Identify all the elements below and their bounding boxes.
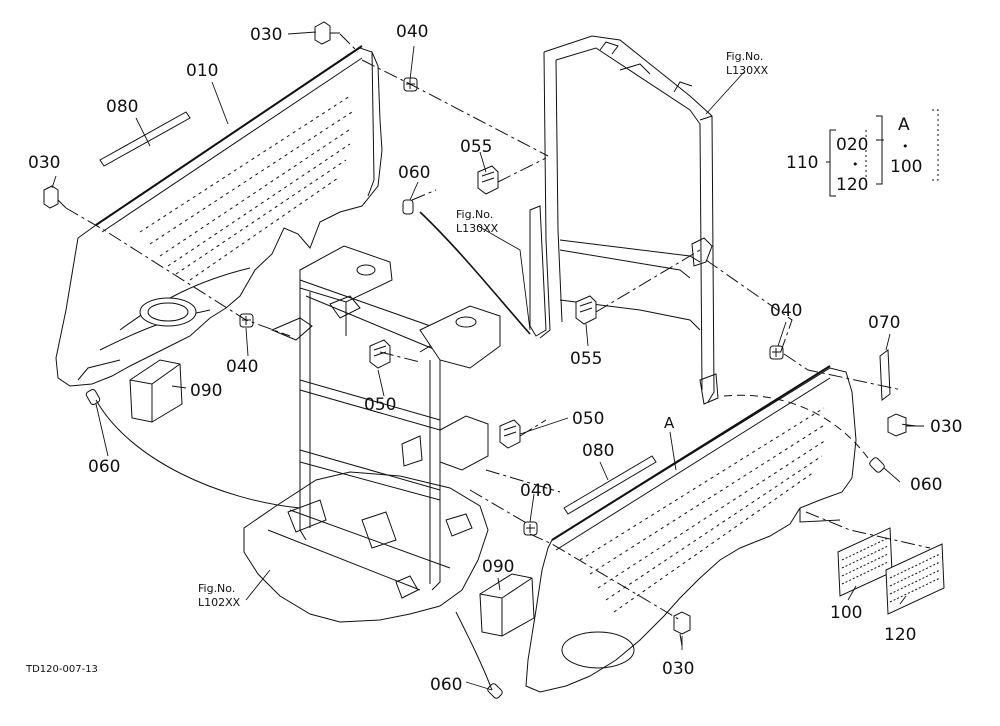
set-key-sub-item: 100	[890, 157, 922, 177]
callout-030-top: 030	[250, 25, 282, 45]
fig-ref-bot-code: L102XX	[198, 596, 241, 609]
latch-055-bottom	[575, 295, 597, 325]
right-panel-vent-pattern	[579, 407, 827, 613]
set-key: 110 020 • 120 A • 100	[786, 115, 922, 195]
callout-055-bottom: 055	[570, 349, 602, 369]
callout-010: 010	[186, 61, 218, 81]
set-key-parent: 110	[786, 153, 818, 173]
fig-ref-mid-label: Fig.No.	[456, 208, 493, 221]
fig-ref-bot-label: Fig.No.	[198, 582, 235, 595]
set-key-brackets	[826, 109, 939, 197]
fig-ref-top-label: Fig.No.	[726, 50, 763, 63]
center-seat-frame	[270, 245, 501, 599]
callout-030-bottom: 030	[662, 659, 694, 679]
strip-080-right	[563, 455, 657, 515]
washer-040-bottom	[523, 521, 538, 536]
right-side-panel	[525, 365, 857, 693]
bushing-060-left	[85, 389, 101, 405]
callout-labels: 030 040 010 080 030 055 060 040 090 050 …	[28, 22, 962, 695]
decal-120	[885, 543, 945, 615]
callout-050-mid: 050	[572, 409, 604, 429]
latch-050-mid	[499, 419, 521, 449]
callout-080-left: 080	[106, 97, 138, 117]
left-panel-vent-pattern	[139, 95, 353, 281]
callout-040-right: 040	[770, 301, 802, 321]
callout-120: 120	[884, 625, 916, 645]
callout-090-bottom: 090	[482, 557, 514, 577]
assembly-lines	[65, 33, 931, 621]
set-key-item2: 120	[836, 175, 868, 195]
callout-090-left: 090	[190, 381, 222, 401]
set-key-sub-label: A	[898, 115, 910, 135]
set-key-dot2: •	[902, 140, 909, 153]
callout-055-top: 055	[460, 137, 492, 157]
latch-050-left	[369, 339, 391, 369]
assembly-arrows	[95, 211, 869, 691]
callout-060-mid: 060	[398, 163, 430, 183]
strip-070	[879, 349, 891, 401]
pad-090-left	[129, 359, 183, 423]
drawing-code: TD120-007-13	[25, 664, 98, 675]
knob-030-top	[314, 21, 340, 45]
strip-080-left	[99, 111, 191, 167]
callout-060-left: 060	[88, 457, 120, 477]
fig-ref-top-code: L130XX	[726, 64, 769, 77]
callout-060-bottom: 060	[430, 675, 462, 695]
figure-references: Fig.No. L130XX Fig.No. L130XX Fig.No. L1…	[198, 50, 769, 609]
bushing-060-bottom	[487, 683, 503, 699]
callout-040-top: 040	[396, 22, 428, 42]
left-side-panel	[55, 45, 383, 387]
callout-030-left: 030	[28, 153, 60, 173]
knob-030-left	[43, 185, 67, 209]
fig-ref-mid-code: L130XX	[456, 222, 499, 235]
set-key-item1: 020	[836, 135, 868, 155]
set-key-dot1: •	[852, 158, 859, 171]
floor-base-plate	[243, 471, 489, 623]
decal-100	[837, 527, 893, 597]
callout-050-left: 050	[364, 395, 396, 415]
leader-lines	[51, 31, 924, 691]
callout-070: 070	[868, 313, 900, 333]
callout-030-right: 030	[930, 417, 962, 437]
callout-a-mark: A	[664, 414, 675, 432]
callout-040-left: 040	[226, 357, 258, 377]
rops-frame	[529, 35, 719, 405]
bushing-060-right	[869, 457, 885, 473]
latch-055-top	[477, 165, 499, 195]
pad-090-bottom	[479, 573, 535, 637]
callout-040-bottom: 040	[520, 481, 552, 501]
callout-100: 100	[830, 603, 862, 623]
callout-060-right: 060	[910, 475, 942, 495]
bushing-060-mid	[402, 199, 414, 215]
callout-080-right: 080	[582, 441, 614, 461]
washer-040-right	[769, 345, 784, 360]
